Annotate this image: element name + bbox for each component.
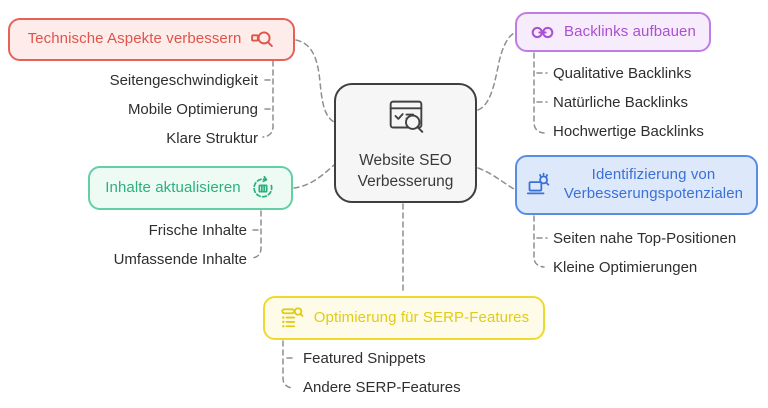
branch-technische-aspekte[interactable]: Technische Aspekte verbessern <box>8 18 295 61</box>
edge-center-identifizierung <box>477 167 515 190</box>
tree-technische <box>262 60 274 138</box>
tree-inhalte <box>251 210 262 259</box>
branch-label: Inhalte aktualisieren <box>105 178 241 196</box>
branch-serp-features[interactable]: Optimierung für SERP-Features <box>263 296 545 340</box>
leaf-kleine-optimierungen[interactable]: Kleine Optimierungen <box>553 259 698 276</box>
branch-label: Technische Aspekte verbessern <box>27 30 242 48</box>
chain-link-icon <box>530 20 555 45</box>
branch-backlinks-aufbauen[interactable]: Backlinks aufbauen <box>515 12 711 52</box>
center-node-label: Website SEO Verbesserung <box>357 152 454 190</box>
leaf-list-inhalte: Frische Inhalte Umfassende Inhalte <box>114 216 247 274</box>
leaf-frische-inhalte[interactable]: Frische Inhalte <box>148 222 247 239</box>
tree-identifizierung <box>533 215 545 268</box>
leaf-mobile-optimierung[interactable]: Mobile Optimierung <box>127 101 258 118</box>
leaf-natuerliche-backlinks[interactable]: Natürliche Backlinks <box>553 94 689 111</box>
leaf-seitengeschwindigkeit[interactable]: Seitengeschwindigkeit <box>109 72 258 89</box>
edge-center-inhalte <box>293 164 335 189</box>
magnifier-inspect-icon <box>250 27 275 52</box>
leaf-umfassende-inhalte[interactable]: Umfassende Inhalte <box>113 251 247 268</box>
branch-label: Backlinks aufbauen <box>564 22 696 40</box>
leaf-list-backlinks: Qualitative Backlinks Natürliche Backlin… <box>553 59 704 146</box>
edge-center-backlinks <box>477 32 515 111</box>
leaf-klare-struktur[interactable]: Klare Struktur <box>166 130 258 147</box>
leaf-seiten-nahe-top-positionen[interactable]: Seiten nahe Top-Positionen <box>553 230 737 247</box>
tree-backlinks <box>533 52 545 134</box>
leaf-andere-serp-features[interactable]: Andere SERP-Features <box>303 379 461 396</box>
branch-label: Identifizierung von Verbesserungspotenzi… <box>563 166 744 202</box>
laptop-magnifier-icon <box>525 172 552 199</box>
leaf-hochwertige-backlinks[interactable]: Hochwertige Backlinks <box>553 123 704 140</box>
leaf-list-identifizierung: Seiten nahe Top-Positionen Kleine Optimi… <box>553 224 736 282</box>
leaf-qualitative-backlinks[interactable]: Qualitative Backlinks <box>553 65 692 82</box>
leaf-list-technische: Seitengeschwindigkeit Mobile Optimierung… <box>110 66 258 153</box>
tree-serp <box>282 340 294 389</box>
branch-inhalte-aktualisieren[interactable]: Inhalte aktualisieren <box>88 166 293 210</box>
list-magnifier-icon <box>279 305 305 331</box>
edge-center-technische <box>295 39 335 123</box>
refresh-content-icon <box>250 175 276 201</box>
branch-identifizierung[interactable]: Identifizierung von Verbesserungspotenzi… <box>515 155 758 215</box>
branch-label: Optimierung für SERP-Features <box>313 308 530 326</box>
browser-seo-audit-icon <box>383 93 429 144</box>
leaf-featured-snippets[interactable]: Featured Snippets <box>303 350 426 367</box>
leaf-list-serp: Featured Snippets Andere SERP-Features <box>303 344 461 402</box>
center-node[interactable]: Website SEO Verbesserung <box>334 83 477 203</box>
